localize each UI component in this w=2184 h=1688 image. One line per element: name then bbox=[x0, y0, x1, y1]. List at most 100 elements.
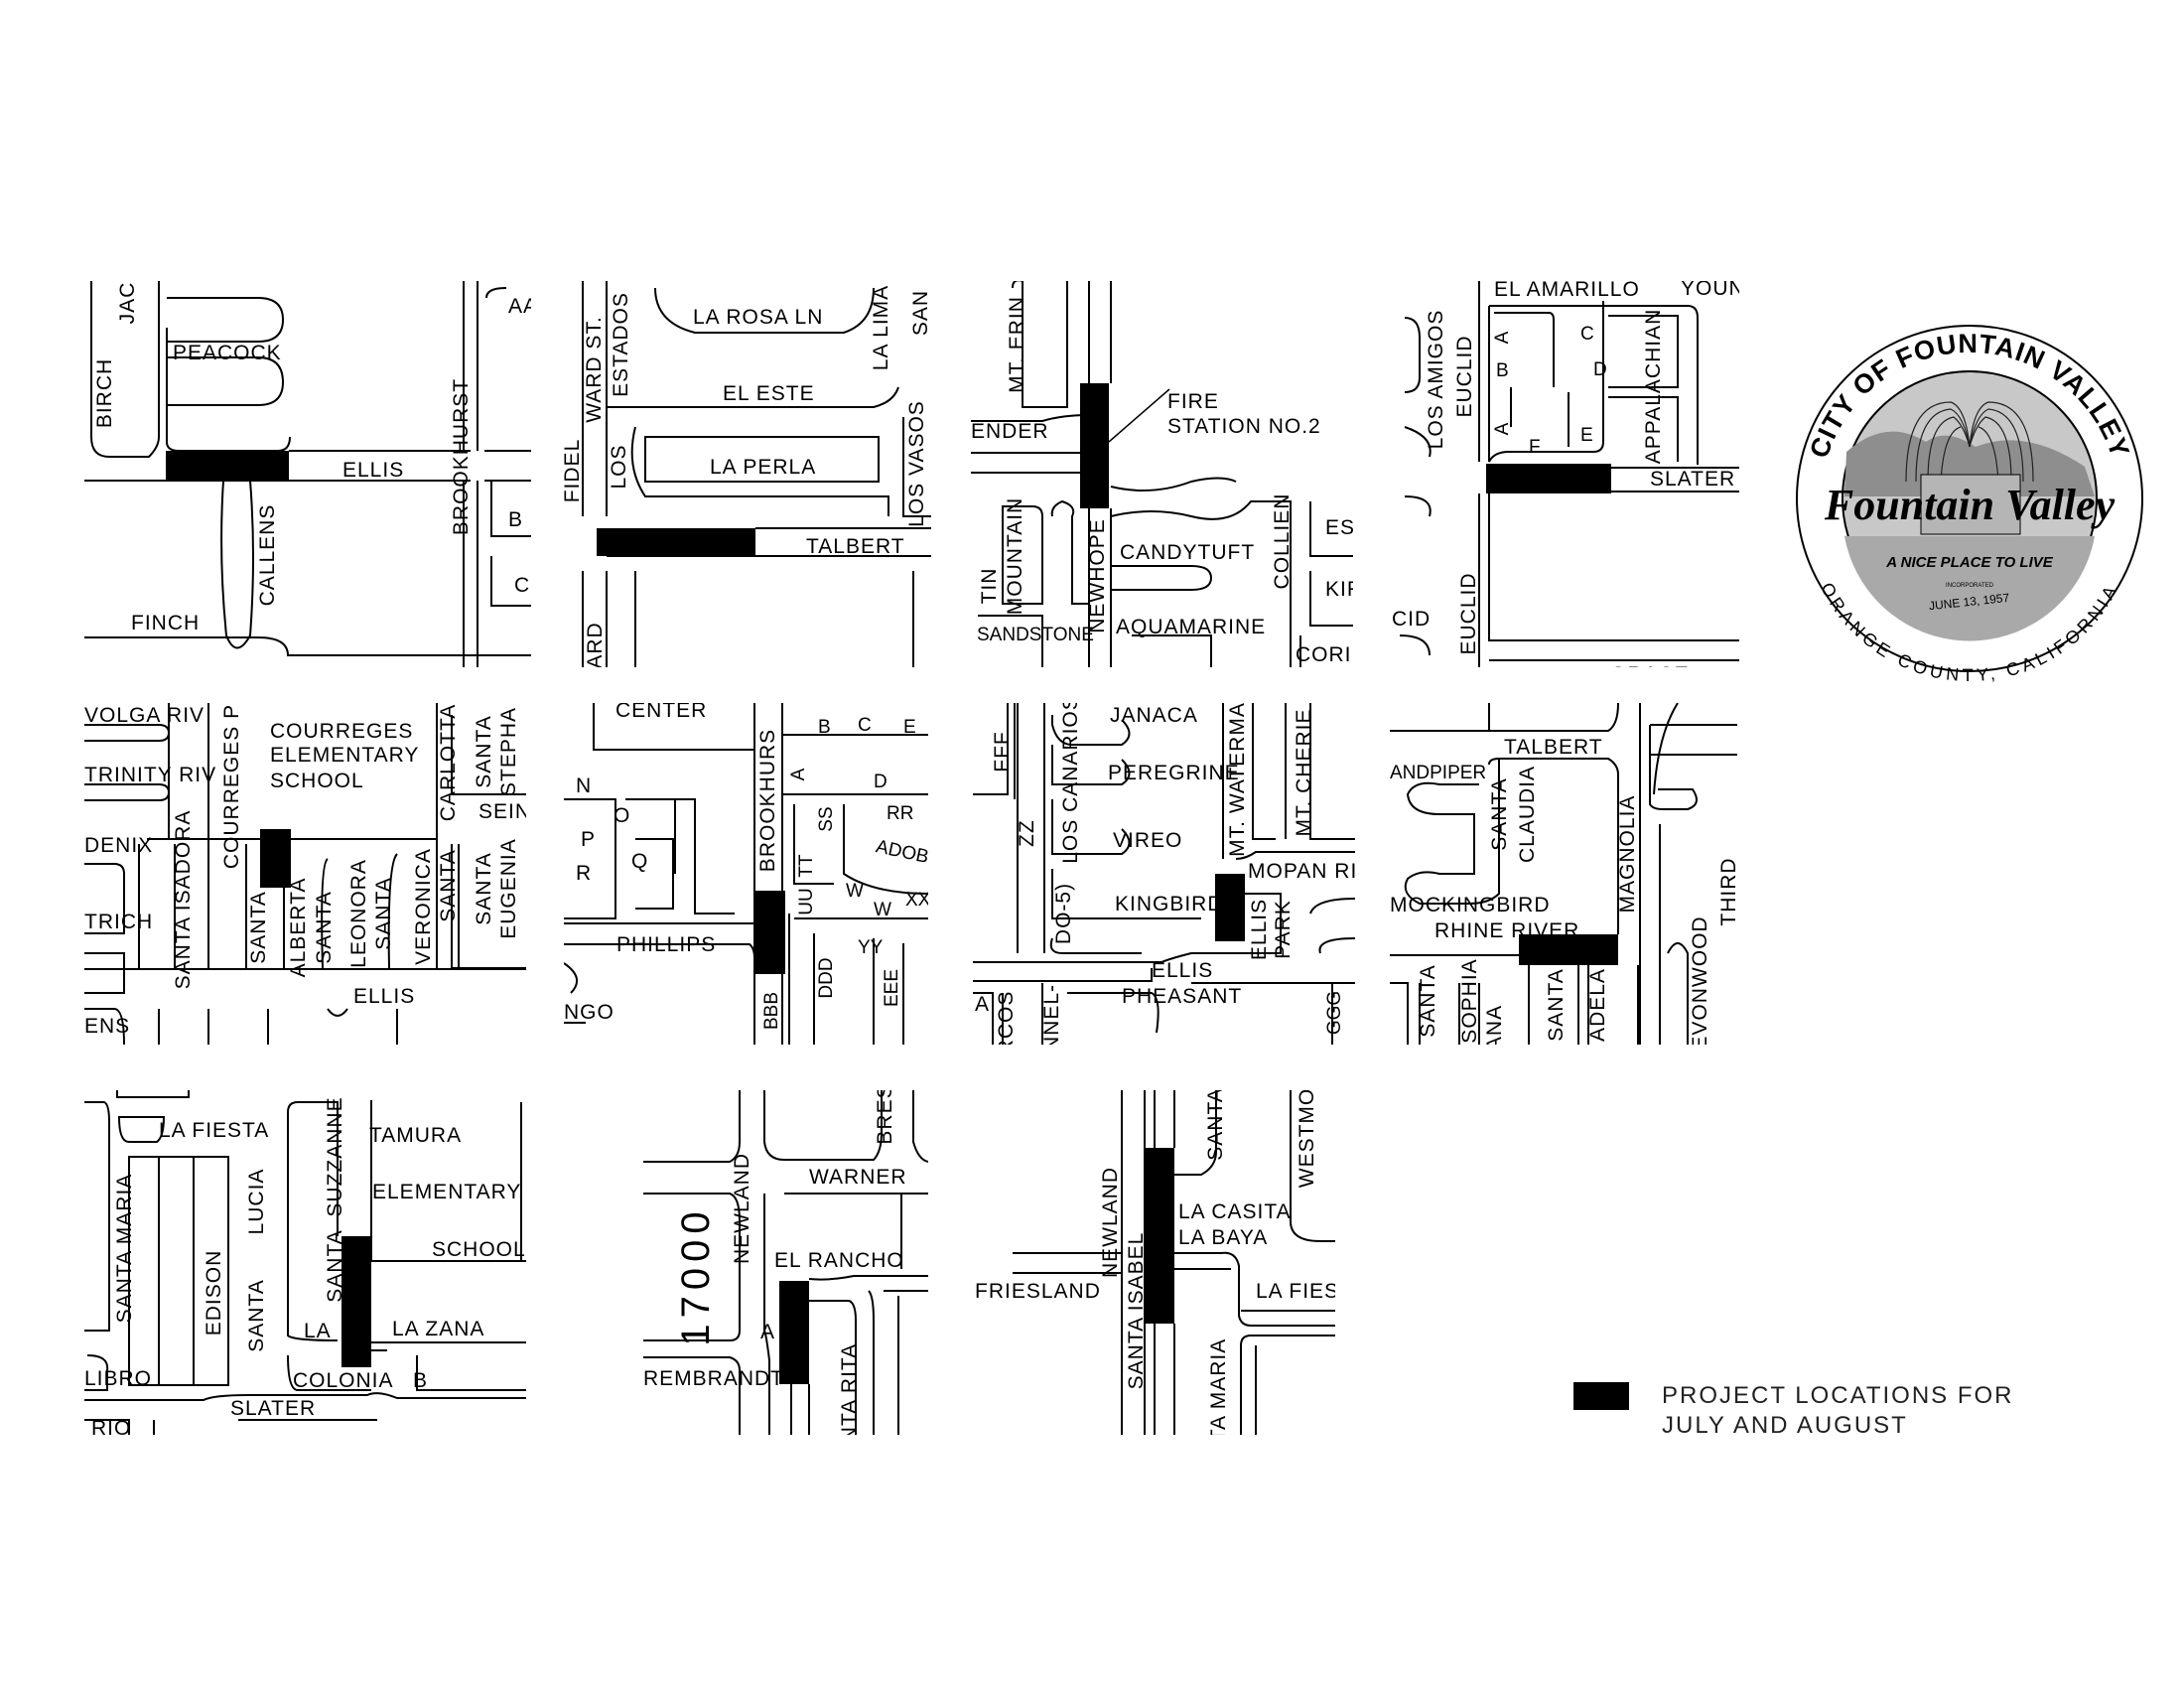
street-label: NEWLAND bbox=[731, 1153, 753, 1264]
lot-label: C bbox=[858, 715, 872, 736]
project-location-marker bbox=[1145, 1148, 1174, 1324]
street-label: MT. ERIN bbox=[1006, 296, 1028, 393]
street-label: CANDYTUFT bbox=[1120, 541, 1255, 564]
map-panel-slater-euclid: EL AMARILLO YOUN LOS AMIGOS EUCLID A B A… bbox=[1392, 277, 1745, 686]
street-label: NEWLAND bbox=[1099, 1167, 1122, 1278]
street-label: ESTADOS bbox=[610, 292, 632, 397]
lot-label: UU bbox=[796, 888, 817, 914]
street-label: ELLIS bbox=[353, 985, 415, 1008]
landmark-label: SCHOOL bbox=[432, 1238, 526, 1261]
street-label: BROOKHURS bbox=[756, 729, 779, 872]
street-label: PHEASANT bbox=[1122, 985, 1242, 1008]
street-lines bbox=[84, 281, 531, 667]
street-label: TIN bbox=[978, 568, 1001, 605]
street-label: RIO bbox=[91, 1417, 131, 1440]
street-label: WARD ST. bbox=[583, 316, 606, 423]
street-label: TRINITY RIV bbox=[84, 764, 216, 786]
project-location-marker bbox=[166, 451, 289, 481]
lot-label: A bbox=[1492, 422, 1513, 435]
map-panel-ellis-park: FFF ZZ LOS CANARIOS DO-5) JANACA PEREGRI… bbox=[973, 695, 1357, 1045]
street-label: EL AMARILLO bbox=[1494, 278, 1640, 301]
street-label: MOUNTAIN bbox=[1004, 497, 1026, 615]
street-label: LOS VASOS bbox=[905, 400, 928, 527]
street-label: CARLOTTA bbox=[437, 704, 460, 821]
street-label: YOUN bbox=[1681, 277, 1745, 300]
street-label: SANTA ISABEL bbox=[1125, 1232, 1148, 1390]
street-label: LA BAYA bbox=[1178, 1226, 1268, 1249]
lot-label: TT bbox=[796, 854, 817, 878]
street-label: ADELA bbox=[1586, 968, 1609, 1042]
project-location-marker bbox=[341, 1236, 371, 1367]
street-label: FIDEL bbox=[561, 439, 584, 503]
project-location-marker bbox=[1486, 464, 1611, 493]
lot-label: B bbox=[818, 717, 831, 738]
street-label: SANTA bbox=[247, 891, 270, 963]
street-label: BIRCH bbox=[93, 358, 116, 428]
street-label: FINCH bbox=[131, 612, 200, 634]
street-label: GRACE bbox=[1610, 663, 1690, 686]
street-label: MOCKINGBIRD bbox=[1390, 894, 1551, 916]
street-label: EDISON bbox=[203, 1250, 225, 1336]
street-lines bbox=[971, 281, 1353, 667]
lot-label: YY bbox=[858, 937, 884, 958]
street-label: MAGNOLIA bbox=[1616, 795, 1639, 914]
project-location-marker bbox=[1080, 383, 1109, 508]
landmark-label: TAMURA bbox=[369, 1124, 462, 1147]
lot-label: XX bbox=[905, 890, 931, 911]
lot-label: BBB bbox=[761, 992, 782, 1030]
street-lines bbox=[564, 703, 928, 1045]
street-label: KIF bbox=[1325, 578, 1361, 601]
street-label: REMBRANDT bbox=[643, 1367, 784, 1390]
street-label: WARNER bbox=[809, 1166, 907, 1189]
street-label: PEREGRINE bbox=[1108, 762, 1240, 784]
street-label: LEONORA bbox=[347, 859, 370, 968]
city-seal-logo: Fountain Valley A NICE PLACE TO LIVE INC… bbox=[1796, 325, 2143, 685]
street-label: SANDSTONE bbox=[977, 625, 1094, 645]
street-lines bbox=[643, 1090, 928, 1435]
map-panel-newland-santa-isabel: NEWLAND SANTA ISABEL SANTA WESTMO LA CAS… bbox=[1092, 1088, 1335, 1435]
street-label: SANTA bbox=[473, 852, 495, 924]
street-label: COLONIA bbox=[293, 1369, 394, 1392]
project-location-marker bbox=[1215, 874, 1245, 941]
map-panel-brookhurst-phillips: CENTER N O P Q R PHILLIPS NGO BROOKHURS … bbox=[564, 699, 931, 1045]
street-label: COLLIEN bbox=[1271, 493, 1294, 590]
lot-label: W bbox=[874, 900, 891, 920]
street-label: BRES bbox=[874, 1083, 896, 1144]
street-label: WESTMO bbox=[1296, 1088, 1318, 1189]
lot-label: R bbox=[576, 862, 592, 885]
street-label: LA ZANA bbox=[392, 1318, 484, 1340]
street-label: SANTA bbox=[372, 877, 395, 949]
street-label: EVONWOOD bbox=[1689, 915, 1711, 1050]
street-label: SANTA bbox=[473, 715, 495, 787]
lot-label: A bbox=[1492, 331, 1513, 344]
street-label: TALBERT bbox=[1504, 736, 1603, 759]
street-label: CALLENS bbox=[256, 504, 279, 607]
street-label: LIBRO bbox=[84, 1367, 152, 1390]
street-label: LUCIA bbox=[245, 1169, 268, 1235]
lot-label: E bbox=[1580, 425, 1593, 446]
street-label: THIRD bbox=[1717, 857, 1740, 925]
street-label: CENTER bbox=[615, 699, 707, 722]
lot-label: W bbox=[846, 881, 864, 902]
map-panel-newland-el-rancho: 17000 NEWLAND WARNER EL RANCHO REMBRANDT… bbox=[643, 1083, 928, 1435]
landmark-label: FIRE bbox=[1167, 390, 1219, 413]
lot-label: DDD bbox=[816, 957, 837, 998]
street-label: LOS CANARIOS bbox=[1059, 695, 1082, 864]
street-label: PEACOCK bbox=[173, 342, 282, 364]
project-location-marker bbox=[260, 829, 291, 888]
street-label: SANTA bbox=[1545, 968, 1568, 1041]
street-label: VIREO bbox=[1113, 829, 1182, 852]
street-label: MOPAN RI bbox=[1248, 860, 1357, 883]
street-label: SANTA bbox=[1417, 964, 1439, 1037]
street-label: LA LIMA bbox=[870, 285, 892, 370]
project-location-marker bbox=[597, 528, 755, 556]
street-label: A bbox=[975, 993, 990, 1016]
street-label: LA bbox=[304, 1320, 332, 1342]
legend-label-line2: JULY AND AUGUST bbox=[1662, 1412, 1908, 1439]
landmark-label: ELEMENTARY bbox=[372, 1181, 521, 1203]
street-label: EUCLID bbox=[1453, 335, 1476, 417]
map-panel-tamura-school: LA FIESTA TAMURA ELEMENTARY SCHOOL SANTA… bbox=[84, 1090, 526, 1440]
lot-label: D bbox=[1593, 359, 1607, 380]
street-label: A bbox=[760, 1321, 775, 1343]
seal-motto: A NICE PLACE TO LIVE bbox=[1885, 554, 2054, 571]
